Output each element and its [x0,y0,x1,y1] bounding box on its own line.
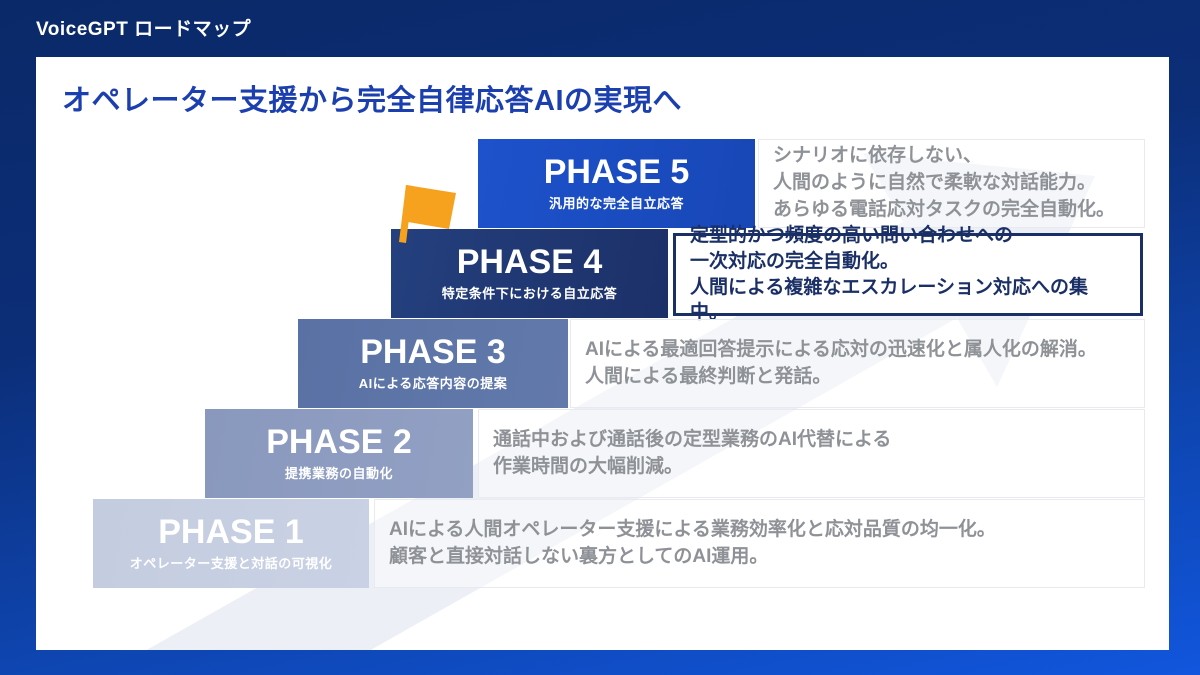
phase-5-block: PHASE 5 汎用的な完全自立応答 [478,139,755,228]
phase-4-block: PHASE 4 特定条件下における自立応答 [391,229,668,318]
slide-title: VoiceGPT ロードマップ [36,19,252,40]
content-card: オペレーター支援から完全自律応答AIの実現へ PHASE 5 汎用的な完全自立応… [36,57,1169,650]
page-title: オペレーター支援から完全自律応答AIの実現へ [62,85,683,117]
phase-4-desc-line: 一次対応の完全自動化。 [690,250,900,272]
phase-3-description: AIによる最適回答提示による応対の迅速化と属人化の解消。 人間による最終判断と発… [570,319,1145,408]
phase-1-desc-line: 顧客と直接対話しない裏方としてのAI運用。 [389,545,769,567]
phase-1-subtitle: オペレーター支援と対話の可視化 [129,556,333,572]
phase-3-desc-line: 人間による最終判断と発話。 [585,365,832,387]
phase-4-description-highlighted: 定型的かつ頻度の高い問い合わせへの 一次対応の完全自動化。 人間による複雑なエス… [673,225,1143,323]
phase-4-subtitle: 特定条件下における自立応答 [441,286,618,302]
phase-1-name: PHASE 1 [158,512,304,551]
phase-3-subtitle: AIによる応答内容の提案 [358,376,508,392]
phase-5-description: シナリオに依存しない、 人間のように自然で柔軟な対話能力。 あらゆる電話応対タス… [758,139,1145,228]
phase-5-name: PHASE 5 [543,152,690,191]
phase-5-subtitle: 汎用的な完全自立応答 [548,196,684,212]
milestone-flag-icon [399,185,456,243]
phase-2-desc-line: 作業時間の大幅削減。 [493,455,684,477]
phase-4-desc-line: 人間による複雑なエスカレーション対応への集中。 [690,276,1089,324]
phase-4-desc-line: 定型的かつ頻度の高い問い合わせへの [690,225,1014,247]
phase-2-description: 通話中および通話後の定型業務のAI代替による 作業時間の大幅削減。 [478,409,1145,498]
phase-1-description: AIによる人間オペレーター支援による業務効率化と応対品質の均一化。 顧客と直接対… [374,499,1145,588]
phase-1-block: PHASE 1 オペレーター支援と対話の可視化 [93,499,369,588]
phase-5-desc-line: シナリオに依存しない、 [773,145,983,167]
phase-3-desc-line: AIによる最適回答提示による応対の迅速化と属人化の解消。 [585,338,1097,360]
phase-2-subtitle: 提携業務の自動化 [284,466,393,482]
phase-2-block: PHASE 2 提携業務の自動化 [205,409,473,498]
phase-2-desc-line: 通話中および通話後の定型業務のAI代替による [493,428,892,450]
phase-3-block: PHASE 3 AIによる応答内容の提案 [298,319,568,408]
phase-4-name: PHASE 4 [456,242,603,281]
phase-2-name: PHASE 2 [266,422,412,461]
phase-1-desc-line: AIによる人間オペレーター支援による業務効率化と応対品質の均一化。 [389,518,996,540]
phase-3-name: PHASE 3 [360,332,506,371]
phase-5-desc-line: 人間のように自然で柔軟な対話能力。 [773,172,1097,194]
phase-5-desc-line: あらゆる電話応対タスクの完全自動化。 [773,198,1116,220]
